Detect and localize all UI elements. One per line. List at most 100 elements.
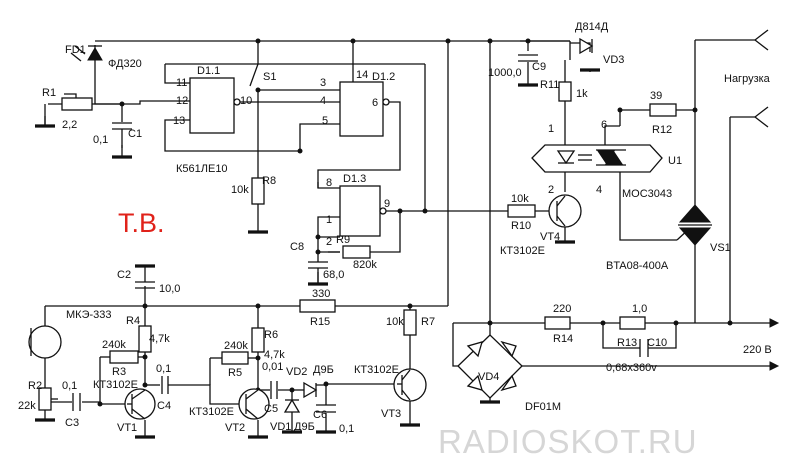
pin-u1-2: 2	[548, 184, 554, 196]
pin-14: 14	[356, 69, 368, 81]
label-r11: R11	[540, 79, 559, 91]
label-vt3: VT3	[381, 408, 401, 420]
resistor-r10	[507, 204, 536, 218]
pin-1: 1	[326, 214, 332, 226]
label-c8: C8	[290, 241, 304, 253]
resistor-r15	[299, 299, 336, 313]
label-s1: S1	[263, 71, 276, 83]
label-c10: C10	[647, 337, 667, 349]
label-c3-value: 0,1	[62, 380, 77, 392]
label-r9-value: 820k	[353, 259, 377, 271]
label-mke333: МКЭ-333	[66, 309, 112, 321]
pin-8: 8	[326, 177, 332, 189]
capacitor-c9	[518, 54, 538, 87]
label-r5-value: 240k	[224, 340, 248, 352]
label-r4: R4	[126, 315, 140, 327]
capacitor-c2	[135, 264, 155, 289]
label-vt1: VT1	[117, 422, 137, 434]
pin-11: 11	[176, 77, 187, 89]
label-r14: R14	[553, 333, 573, 345]
capacitor-c3	[72, 393, 81, 411]
label-r2: R2	[28, 380, 42, 392]
switch-s1	[249, 63, 259, 87]
label-kt3102e-vt4: КТ3102Е	[500, 245, 545, 257]
label-r8-value: 10k	[231, 184, 249, 196]
label-c10-value: 0,68x360v	[606, 362, 657, 374]
label-c4-value: 0,1	[156, 363, 171, 375]
label-c9-value: 1000,0	[488, 67, 522, 79]
label-r7-value: 10k	[386, 316, 404, 328]
label-r15: R15	[310, 316, 330, 328]
transistor-vt2	[238, 388, 270, 439]
label-r9: R9	[336, 234, 350, 246]
label-c5: C5	[264, 403, 278, 415]
pin-4: 4	[320, 95, 326, 107]
label-moc3043: MOC3043	[622, 188, 672, 200]
label-r6-value: 4,7k	[264, 349, 285, 361]
triac-vs1	[676, 204, 712, 246]
label-kt3102e-vt3: КТ3102Е	[354, 364, 399, 376]
resistor-r14	[544, 316, 571, 330]
label-r5: R5	[228, 367, 242, 379]
capacitor-c4	[161, 376, 169, 394]
resistor-r2	[35, 387, 58, 422]
label-r4-value: 4,7k	[149, 333, 170, 345]
label-r8: R8	[262, 175, 276, 187]
junctions	[97, 38, 733, 407]
label-c3: C3	[65, 417, 79, 429]
diode-vd2	[303, 381, 318, 399]
resistor-r7	[403, 309, 417, 336]
label-tv: Т.В.	[118, 208, 165, 238]
label-c9: C9	[532, 61, 546, 73]
transistor-vt4	[548, 194, 582, 244]
label-d1-2: D1.2	[372, 71, 395, 83]
label-fd320: ФД320	[108, 58, 142, 70]
label-d814: Д814Д	[575, 21, 609, 33]
label-c1-value: 0,1	[93, 134, 108, 146]
label-r7: R7	[421, 316, 435, 328]
label-vd4: VD4	[478, 371, 499, 383]
resistor-r1	[35, 93, 93, 128]
label-r6: R6	[264, 329, 278, 341]
resistor-r3	[109, 350, 139, 364]
label-r10: R10	[511, 220, 531, 232]
label-vd2: VD2	[286, 366, 307, 378]
label-d9b-vd1: Д9Б	[294, 421, 315, 433]
gate-d1-1	[189, 77, 241, 134]
gate-d1-2	[339, 81, 390, 137]
label-d9b-vd2: Д9Б	[313, 364, 334, 376]
label-r15-value: 330	[312, 288, 330, 300]
label-c2: C2	[117, 269, 131, 281]
pin-9: 9	[384, 198, 390, 210]
capacitor-c1	[112, 122, 132, 159]
label-r3-value: 240k	[102, 339, 126, 351]
capacitor-c6	[316, 404, 336, 434]
label-r10-value: 10k	[511, 193, 529, 205]
diode-vd1	[282, 398, 302, 434]
label-r14-value: 220	[553, 303, 571, 315]
label-c2-value: 10,0	[159, 283, 180, 295]
label-load: Нагрузка	[724, 73, 771, 85]
label-r13: R13	[617, 337, 637, 349]
label-r2-value: 22k	[18, 400, 36, 412]
label-d1-1: D1.1	[197, 65, 220, 77]
label-kt3102e-vt1: КТ3102Е	[93, 379, 138, 391]
capacitor-c10	[639, 339, 649, 357]
label-r11-value: 1k	[576, 88, 588, 100]
label-mains: 220 В	[743, 344, 772, 356]
pin-13: 13	[173, 115, 185, 127]
label-vd1: VD1	[270, 421, 291, 433]
transistor-vt3	[393, 368, 427, 427]
label-d1-3: D1.3	[343, 173, 366, 185]
resistor-r5	[221, 351, 249, 365]
label-vs1: VS1	[710, 242, 731, 254]
label-u1: U1	[668, 155, 682, 167]
pin-u1-1: 1	[548, 123, 554, 135]
resistor-r8	[248, 177, 268, 234]
label-k561le10: К561ЛЕ10	[176, 163, 228, 175]
label-vt4: VT4	[540, 231, 560, 243]
load-terminals	[754, 29, 769, 128]
resistor-r6	[251, 327, 265, 353]
resistor-r13	[619, 316, 646, 330]
